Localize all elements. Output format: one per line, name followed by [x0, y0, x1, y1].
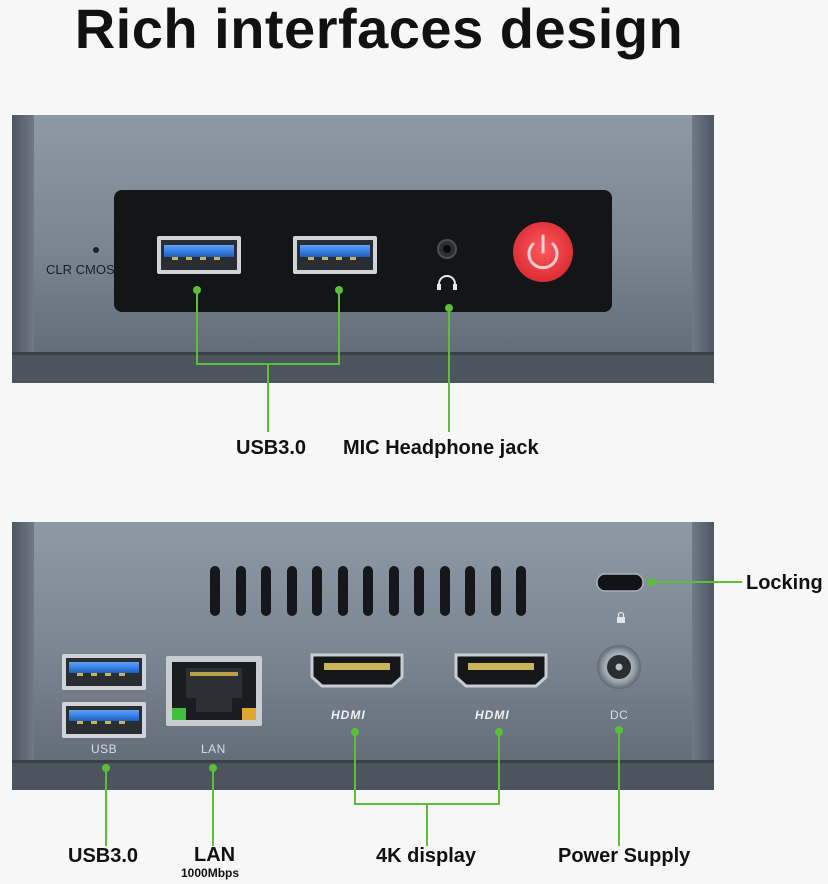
callout-lan: LAN [194, 844, 236, 866]
callout-4k-display: 4K display [376, 845, 477, 867]
front-usb-port-2 [293, 236, 377, 274]
rear-callout-dots [102, 578, 655, 772]
callout-lan-speed: 1000Mbps [181, 866, 240, 880]
dc-jack [597, 645, 641, 689]
hdmi-port-2 [454, 653, 548, 688]
lock-slot [596, 573, 644, 592]
callout-rear-usb: USB3.0 [68, 845, 139, 867]
callout-mic-headphone: MIC Headphone jack [343, 437, 539, 459]
rear-usb-port-1 [62, 654, 146, 690]
rear-callout-lines [105, 581, 742, 846]
lock-icon [617, 611, 625, 623]
callout-locking: Locking [746, 572, 823, 594]
front-callout-dots [193, 286, 453, 312]
power-icon [527, 234, 559, 270]
hdmi-logo-2: HDMI [475, 708, 510, 722]
audio-jack [437, 239, 457, 259]
clr-cmos-label: CLR CMOS [46, 262, 115, 277]
page-title: Rich interfaces design [74, 0, 684, 60]
vent-slots [210, 566, 526, 616]
callout-front-usb: USB3.0 [236, 437, 307, 459]
front-callout-lines [196, 290, 450, 432]
lan-port [166, 656, 262, 726]
rear-usb-port-2 [62, 702, 146, 738]
clr-cmos-pinhole [93, 247, 99, 253]
rear-usb-label: USB [91, 742, 118, 756]
headphone-icon [437, 275, 457, 290]
hdmi-logo-1: HDMI [331, 708, 366, 722]
dc-label: DC [610, 708, 629, 722]
front-usb-port-1 [157, 236, 241, 274]
callout-power-supply: Power Supply [558, 845, 691, 867]
hdmi-port-1 [310, 653, 404, 688]
rear-lan-label: LAN [201, 742, 226, 756]
